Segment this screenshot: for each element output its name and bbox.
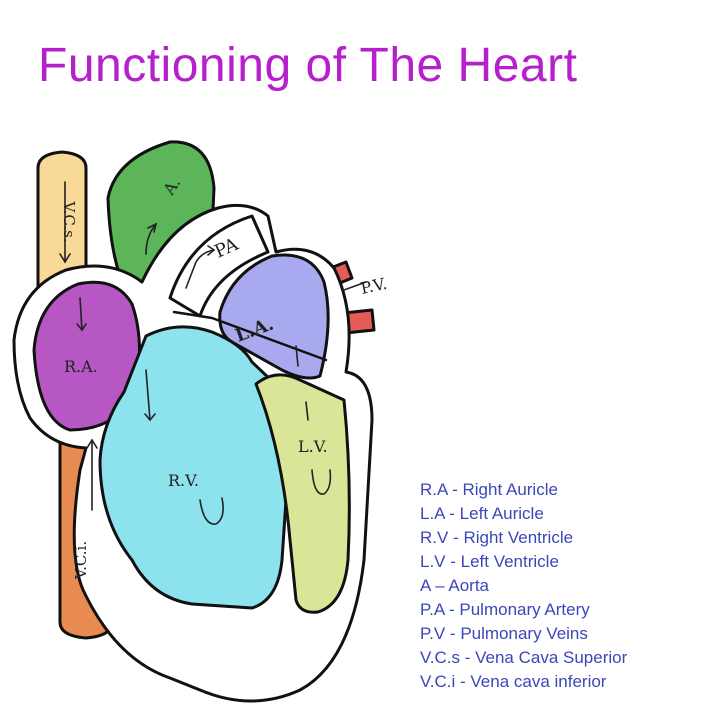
arrow-pv: [343, 281, 367, 291]
legend-item: A – Aorta: [420, 576, 489, 595]
arrow-la: [295, 345, 299, 367]
label-vcs: V.C.s.: [60, 200, 78, 242]
left-ventricle: [254, 373, 351, 614]
legend-item: V.C.s - Vena Cava Superior: [420, 648, 628, 667]
arrow-rv: [145, 369, 151, 421]
legend-item: P.A - Pulmonary Artery: [420, 600, 590, 619]
legend-item: P.V - Pulmonary Veins: [420, 624, 588, 643]
pulmonary-artery: [168, 214, 270, 318]
label-rv: R.V.: [168, 471, 199, 490]
label-pv: P.V.: [359, 274, 389, 298]
legend-item: L.A - Left Auricle: [420, 504, 544, 523]
arrow-lv-loop: [311, 469, 332, 495]
arrow-ra: [79, 297, 83, 331]
legend-item: L.V - Left Ventricle: [420, 552, 559, 571]
legend-item: R.A - Right Auricle: [420, 480, 558, 499]
legend-item: V.C.i - Vena cava inferior: [420, 672, 607, 691]
arrow-aorta: [145, 223, 157, 255]
label-ra: R.A.: [64, 357, 98, 376]
legend-item: R.V - Right Ventricle: [420, 528, 574, 547]
page-title: Functioning of The Heart: [38, 39, 578, 92]
arrow-rv-loop: [199, 497, 224, 525]
label-vci: V.C.i.: [72, 541, 90, 580]
vena-cava-superior: [36, 150, 88, 290]
arrow-pa: [185, 249, 215, 289]
label-lv: L.V.: [298, 437, 328, 456]
arrow-lv: [305, 401, 309, 421]
right-auricle: [32, 280, 141, 432]
